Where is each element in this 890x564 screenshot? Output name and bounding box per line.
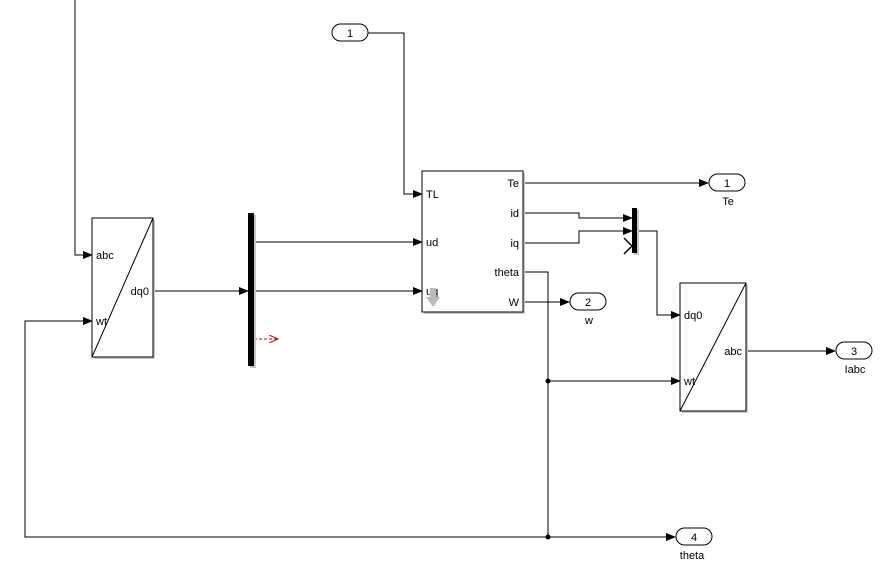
demux-block[interactable]	[248, 213, 256, 368]
outport-3-name: Iabc	[845, 364, 866, 376]
outport-4-name: theta	[680, 550, 705, 562]
motor-port-ud: ud	[426, 237, 438, 249]
abc-to-dq0-port-dq0: dq0	[131, 286, 149, 298]
motor-subsystem-block[interactable]: TL ud uq Te id iq theta W	[421, 170, 525, 314]
outport-4[interactable]: 4 theta	[675, 527, 713, 562]
dq0-to-abc-block[interactable]: dq0 wt abc	[679, 282, 748, 413]
branch-point	[545, 534, 551, 540]
motor-port-iq: iq	[510, 238, 519, 250]
outport-1-name: Te	[722, 196, 734, 208]
abc-to-dq0-port-abc: abc	[96, 250, 114, 262]
look-under-mask-arrow-icon[interactable]	[426, 288, 440, 307]
dq0-to-abc-port-abc: abc	[724, 346, 742, 358]
outport-4-number: 4	[691, 532, 697, 544]
dq0-to-abc-port-wt: wt	[683, 376, 695, 388]
wire-mux-to-dq0[interactable]	[638, 230, 681, 319]
motor-port-W: W	[509, 297, 520, 309]
outport-3[interactable]: 3 Iabc	[835, 341, 873, 376]
wire-theta-feedback[interactable]	[24, 317, 548, 538]
wire-to-abc[interactable]	[74, 0, 93, 259]
branch-point	[545, 378, 551, 384]
wire-id-to-mux[interactable]	[523, 212, 633, 222]
mux-block[interactable]	[623, 208, 639, 255]
wire-theta[interactable]	[523, 271, 549, 537]
motor-port-id: id	[510, 208, 519, 220]
abc-to-dq0-port-wt: wt	[95, 316, 107, 328]
signal-lines	[24, 0, 836, 541]
inport-1[interactable]: 1	[331, 23, 369, 42]
outport-1-number: 1	[724, 178, 730, 190]
outport-2-number: 2	[585, 297, 591, 309]
outport-1[interactable]: 1 Te	[708, 173, 746, 208]
motor-port-theta: theta	[495, 267, 520, 279]
dq0-to-abc-port-dq0: dq0	[684, 310, 702, 322]
wire-inport1-to-TL[interactable]	[368, 32, 423, 198]
wire-iq-to-mux[interactable]	[523, 227, 633, 244]
motor-port-TL: TL	[426, 189, 439, 201]
inport-1-number: 1	[347, 28, 353, 40]
outport-2-name: w	[584, 315, 593, 327]
abc-to-dq0-block[interactable]: abc wt dq0	[91, 217, 155, 359]
outport-3-number: 3	[851, 346, 857, 358]
outport-2[interactable]: 2 w	[569, 292, 607, 327]
motor-port-Te: Te	[507, 178, 519, 190]
